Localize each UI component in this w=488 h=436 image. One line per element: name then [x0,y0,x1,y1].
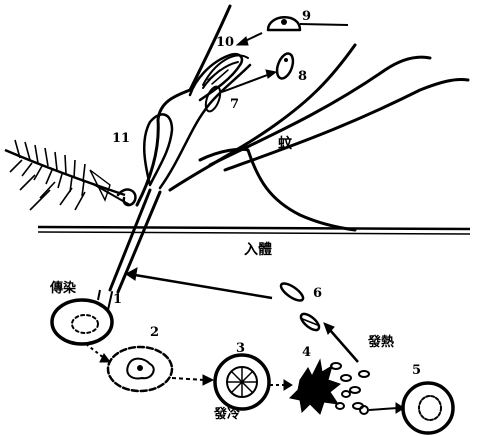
skin-surface [38,227,470,234]
stage-3-schizont [215,355,269,409]
feathery-antenna [5,140,125,210]
label-6: 6 [313,286,322,301]
label-5: 5 [412,363,421,378]
label-10: 10 [216,35,234,50]
stage-6-gametocytes [278,280,369,377]
label-transmit: 傳染 [49,280,77,296]
label-7: 7 [230,97,239,112]
label-human: 入體 [244,241,272,258]
stage-2-trophozoite [108,347,172,391]
label-2: 2 [150,325,159,340]
stage-5-new-infected-cell [403,383,453,433]
label-1: 1 [113,292,122,307]
label-fever: 發熱 [367,334,394,350]
mosquito-leg [200,149,355,230]
label-3: 3 [236,341,245,356]
mosquito-body [137,6,468,205]
label-4: 4 [302,345,311,360]
label-11: 11 [112,131,130,146]
stage-9-mature-oocyst [268,17,300,30]
label-mosquito: 蚊 [278,135,293,152]
palp-curl [95,185,135,205]
stage-8-oocyst [274,51,296,80]
stage-1-sporozoite-cell [52,300,112,344]
label-division: 發冷 [213,406,240,422]
label-9: 9 [302,9,311,24]
label-8: 8 [298,69,307,84]
